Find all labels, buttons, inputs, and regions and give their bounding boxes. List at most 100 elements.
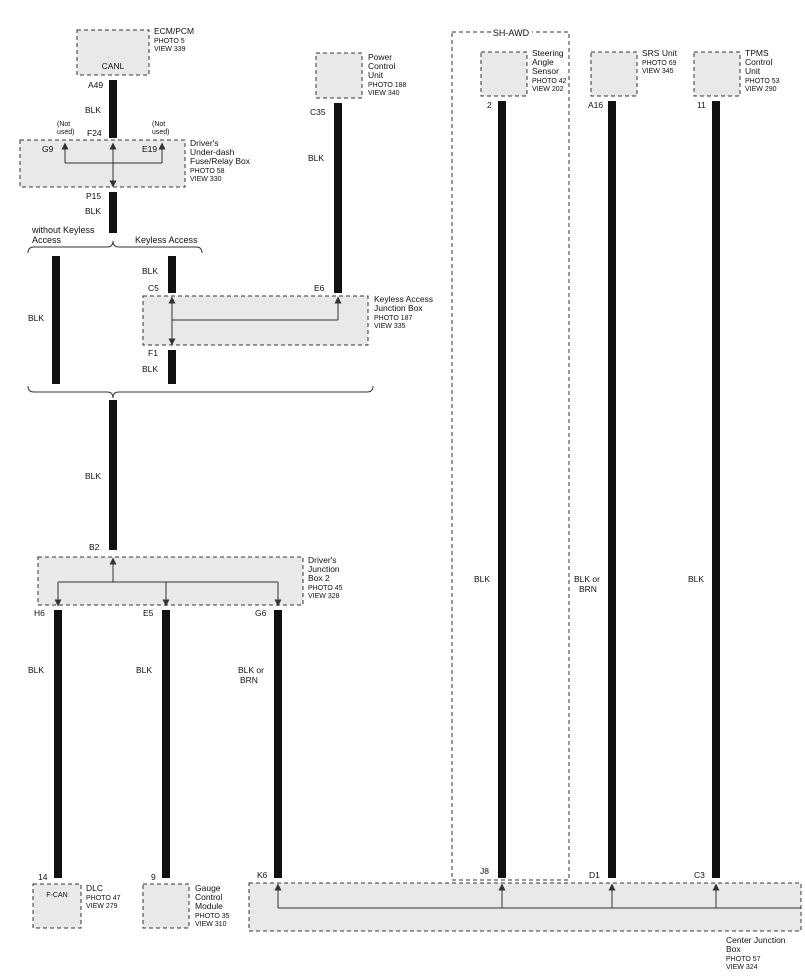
steering-name-3: Sensor [532,66,559,76]
fusebox-photo: PHOTO 58 [190,168,225,175]
gauge-pin-9: 9 [151,872,156,882]
wire-label-blk-keyless-top: BLK [142,266,158,276]
wire-label-blk-1: BLK [85,105,101,115]
fusebox-pin-g9: G9 [42,144,54,154]
branch-without-line2: Access [32,235,62,245]
gauge-control-module: 9 Gauge Control Module PHOTO 35 VIEW 310 [142,872,230,929]
fusebox-pin-e19: E19 [142,144,157,154]
pcu-pin-c35: C35 [310,107,326,117]
ecm-pcm: CANL ECM/PCM PHOTO 5 VIEW 339 A49 [76,26,194,90]
djb2-pin-b2: B2 [89,542,100,552]
steering-box [480,51,528,97]
djb2-name-1: Driver's [308,555,337,565]
pcu-view: VIEW 340 [368,90,400,97]
gauge-name-1: Gauge [195,883,221,893]
pcu-name-3: Unit [368,70,384,80]
steering-pin-2: 2 [487,100,492,110]
pcu-box [315,52,363,99]
fusebox-name-3: Fuse/Relay Box [190,156,251,166]
driver-underdash-fuse-relay-box: (Not used) (Not used) F24 G9 E19 Driver'… [19,121,251,201]
keyless-jb-pin-e6: E6 [314,283,325,293]
srs-pin-a16: A16 [588,100,603,110]
tpms-box [693,51,741,97]
center-jb-box [248,882,802,932]
wire-label-blk-without: BLK [28,313,44,323]
sh-awd-label: SH-AWD [493,28,530,38]
djb2-name-2: Junction [308,564,340,574]
wire-label-g6-line1: BLK or [238,665,264,675]
center-junction-box: K6 J8 D1 C3 Center Junction Box PHOTO 57… [248,866,802,971]
djb2-pin-e5: E5 [143,608,154,618]
branch-labels: without Keyless Access Keyless Access [27,225,374,399]
branch-bracket-bottom [27,385,374,399]
center-jb-pin-d1: D1 [589,870,600,880]
srs-unit: SRS Unit PHOTO 69 VIEW 345 A16 [588,48,678,110]
gauge-name-2: Control [195,892,223,902]
pcu-photo: PHOTO 188 [368,82,406,89]
ecm-title: ECM/PCM [154,26,194,36]
ecm-inner-label: CANL [102,61,125,71]
djb2-box [37,556,304,606]
ecm-photo: PHOTO 5 [154,38,185,45]
power-control-unit: Power Control Unit PHOTO 188 VIEW 340 C3… [310,52,406,117]
fusebox-pin-f24: F24 [87,128,102,138]
gauge-name-3: Module [195,901,223,911]
steering-name-2: Angle [532,57,554,67]
sh-awd-outline [451,31,570,881]
center-jb-pin-k6: K6 [257,870,268,880]
dlc-box [32,883,82,929]
tpms-name-3: Unit [745,66,761,76]
not-used-right-line2: used) [152,129,170,136]
djb2-view: VIEW 328 [308,593,340,600]
wire-label-blk-gauge: BLK [136,665,152,675]
drivers-junction-box-2: B2 Driver's Junction Box 2 PHOTO 45 VIEW… [34,542,343,618]
gauge-box [142,883,190,929]
tpms-name-2: Control [745,57,773,67]
wire-label-blk-dlc: BLK [28,665,44,675]
srs-box [590,51,638,97]
keyless-jb-name-2: Junction Box [374,303,423,313]
center-jb-name-2: Box [726,944,741,954]
branch-keyless: Keyless Access [135,235,198,245]
djb2-name-3: Box 2 [308,573,330,583]
keyless-jb-name-1: Keyless Access [374,294,433,304]
steering-name-1: Steering [532,48,564,58]
srs-view: VIEW 345 [642,68,674,75]
djb2-pin-h6: H6 [34,608,45,618]
fusebox-pin-p15: P15 [86,191,101,201]
srs-name: SRS Unit [642,48,678,58]
keyless-jb-photo: PHOTO 187 [374,315,412,322]
ecm-view: VIEW 339 [154,46,186,53]
fusebox-name-2: Under-dash [190,147,235,157]
wire-label-blk-2: BLK [85,206,101,216]
wire-label-blk-steering: BLK [474,574,490,584]
center-jb-pin-j8: J8 [480,866,489,876]
steering-photo: PHOTO 42 [532,78,567,85]
center-jb-view: VIEW 324 [726,964,758,971]
tpms-name-1: TPMS [745,48,769,58]
sh-awd-frame: SH-AWD [451,26,570,881]
center-jb-name-1: Center Junction [726,935,786,945]
djb2-pin-g6: G6 [255,608,267,618]
wire-label-blk-main: BLK [85,471,101,481]
steering-view: VIEW 202 [532,86,564,93]
ecm-pcm-box [76,29,150,76]
dlc: 14 F-CAN DLC PHOTO 47 VIEW 279 [32,872,121,929]
not-used-right-line1: (Not [152,121,165,128]
not-used-left-line1: (Not [57,121,70,128]
srs-photo: PHOTO 69 [642,60,677,67]
center-jb-photo: PHOTO 57 [726,956,761,963]
keyless-access-junction-box: C5 E6 Keyless Access Junction Box PHOTO … [142,283,433,358]
tpms-pin-11: 11 [697,100,706,110]
dlc-name: DLC [86,883,103,893]
wire-label-blk-keyless-bottom: BLK [142,364,158,374]
wire-label-blk-pcu: BLK [308,153,324,163]
wire-label-srs-line1: BLK or [574,574,600,584]
keyless-jb-pin-f1: F1 [148,348,158,358]
dlc-inner-label: F-CAN [46,892,67,899]
wire-label-blk-tpms: BLK [688,574,704,584]
pcu-name-2: Control [368,61,396,71]
sh-awd-label-bg [492,26,532,38]
dlc-photo: PHOTO 47 [86,895,121,902]
